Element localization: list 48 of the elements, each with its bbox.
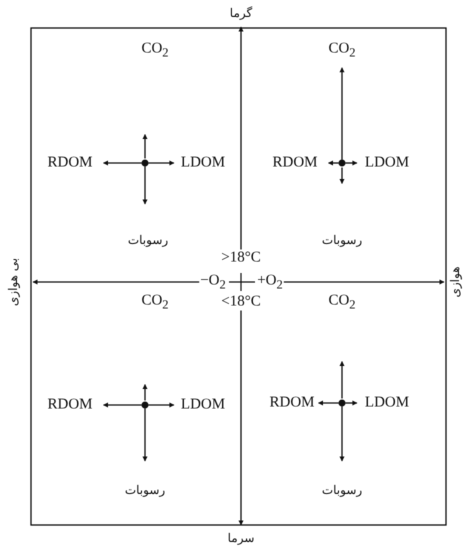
compound-label: CO$_{2}$ bbox=[140, 292, 170, 312]
arrow bbox=[284, 280, 444, 284]
sediment-label: رسوبات bbox=[126, 233, 170, 247]
temperature-label: >18°C bbox=[220, 250, 262, 266]
pool-label: RDOM bbox=[268, 394, 316, 412]
compound-label: CO$_{2}$ bbox=[327, 292, 357, 312]
arrow bbox=[103, 402, 142, 408]
arrow bbox=[238, 26, 244, 250]
pool-label: RDOM bbox=[46, 154, 94, 172]
sediment-label: رسوبات bbox=[320, 483, 364, 497]
pool-label: LDOM bbox=[180, 396, 226, 414]
compound-label: CO$_{2}$ bbox=[327, 40, 357, 60]
arrow bbox=[148, 402, 174, 408]
arrow bbox=[142, 384, 148, 400]
arrow bbox=[142, 408, 148, 462]
junction-dot bbox=[142, 402, 148, 408]
arrow bbox=[340, 361, 344, 398]
arrow bbox=[340, 168, 344, 184]
axis-label: هوازی bbox=[448, 265, 462, 299]
arrow bbox=[328, 160, 338, 166]
arrow bbox=[103, 160, 142, 166]
arrow bbox=[142, 134, 148, 158]
pool-label: LDOM bbox=[180, 154, 226, 172]
axis-label: سرما bbox=[226, 531, 256, 545]
arrow bbox=[340, 406, 344, 462]
pool-label: LDOM bbox=[364, 154, 410, 172]
arrow bbox=[346, 400, 358, 406]
pool-label: RDOM bbox=[46, 396, 94, 414]
arrow bbox=[346, 160, 358, 166]
axis-label: گرما bbox=[228, 6, 254, 20]
arrow bbox=[340, 67, 344, 160]
junction-dot bbox=[338, 160, 346, 166]
junction-dot bbox=[142, 160, 148, 166]
pool-label: RDOM bbox=[272, 154, 318, 172]
arrow bbox=[148, 160, 174, 166]
sediment-label: رسوبات bbox=[124, 483, 166, 497]
sediment-label: رسوبات bbox=[320, 233, 364, 247]
compound-label: CO$_{2}$ bbox=[140, 40, 170, 60]
oxygen-label: −O$_{2}$ bbox=[199, 272, 227, 292]
arrow bbox=[318, 400, 338, 406]
temperature-label: <18°C bbox=[220, 294, 262, 310]
junction-dot bbox=[338, 400, 346, 406]
arrow bbox=[142, 166, 148, 204]
oxygen-label: +O$_{2}$ bbox=[256, 272, 284, 292]
arrow bbox=[32, 280, 200, 284]
pool-label: LDOM bbox=[364, 394, 410, 412]
axis-label: بی هوازی bbox=[6, 256, 20, 308]
arrow bbox=[238, 310, 244, 526]
